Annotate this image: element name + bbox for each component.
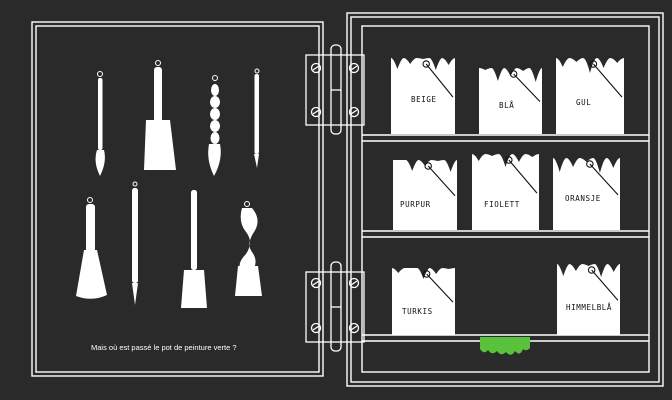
paint-pot-label: FIOLETT bbox=[484, 200, 520, 209]
paint-pot-label: BEIGE bbox=[411, 95, 437, 104]
paint-drip bbox=[472, 148, 539, 167]
pot-handle-wire bbox=[589, 163, 619, 196]
paint-pot-label: PURPUR bbox=[400, 200, 431, 209]
paint-pot-gul: GUL bbox=[556, 52, 624, 134]
cabinet-body bbox=[346, 12, 664, 387]
paint-drip bbox=[391, 52, 455, 70]
paint-pot-purpur: PURPUR bbox=[393, 154, 457, 230]
pot-handle-wire bbox=[508, 159, 538, 194]
flat-wide-brush bbox=[144, 60, 176, 170]
pointed-liner-brush bbox=[254, 68, 260, 168]
beaded-round-brush bbox=[208, 75, 221, 176]
paint-pot-fiolett: FIOLETT bbox=[472, 148, 539, 230]
paint-pot-himmelbl-: HIMMELBLÅ bbox=[557, 258, 620, 335]
pot-handle-pivot bbox=[509, 70, 518, 78]
pot-handle-pivot bbox=[422, 270, 431, 278]
pot-handle-wire bbox=[513, 73, 541, 102]
pot-handle-pivot bbox=[422, 60, 430, 68]
paint-drip bbox=[393, 154, 457, 172]
paint-pot-label: BLÅ bbox=[499, 101, 514, 110]
brush-collection bbox=[76, 60, 262, 308]
pot-handle-pivot bbox=[424, 162, 432, 170]
paint-pot-oransje: ORANSJE bbox=[553, 152, 620, 230]
pot-handle-wire bbox=[427, 165, 456, 197]
pot-handle-pivot bbox=[587, 266, 596, 274]
wavy-handle-brush bbox=[235, 201, 262, 296]
caption-text: Mais où est passé le pot de peinture ver… bbox=[91, 343, 237, 352]
bottom-hinge bbox=[305, 261, 365, 352]
pot-handle-wire bbox=[592, 63, 623, 98]
paint-pot-turkis: TURKIS bbox=[392, 262, 455, 335]
paint-pot-label: GUL bbox=[576, 98, 591, 107]
thin-round-brush bbox=[95, 71, 105, 176]
pot-handle-pivot bbox=[586, 160, 594, 168]
long-thin-brush bbox=[132, 181, 138, 305]
paint-pot-label: TURKIS bbox=[402, 307, 433, 316]
pot-handle-pivot bbox=[589, 60, 598, 68]
top-hinge bbox=[305, 44, 365, 135]
paint-pot-label: ORANSJE bbox=[565, 194, 601, 203]
pot-handle-wire bbox=[426, 273, 454, 303]
green-paint-spill bbox=[480, 337, 530, 355]
left-cabinet-door bbox=[31, 21, 324, 377]
paint-pot-bl-: BLÅ bbox=[479, 62, 542, 134]
paint-drip bbox=[557, 258, 620, 277]
paint-drip bbox=[553, 152, 620, 173]
pot-handle-pivot bbox=[505, 156, 513, 164]
paint-pot-label: HIMMELBLÅ bbox=[566, 303, 612, 312]
pot-handle-wire bbox=[591, 269, 619, 301]
paint-pot-beige: BEIGE bbox=[391, 52, 455, 134]
fan-brush bbox=[76, 197, 107, 299]
paint-drip bbox=[392, 262, 455, 279]
flat-comb-brush bbox=[181, 190, 207, 308]
pot-handle-wire bbox=[425, 63, 454, 98]
